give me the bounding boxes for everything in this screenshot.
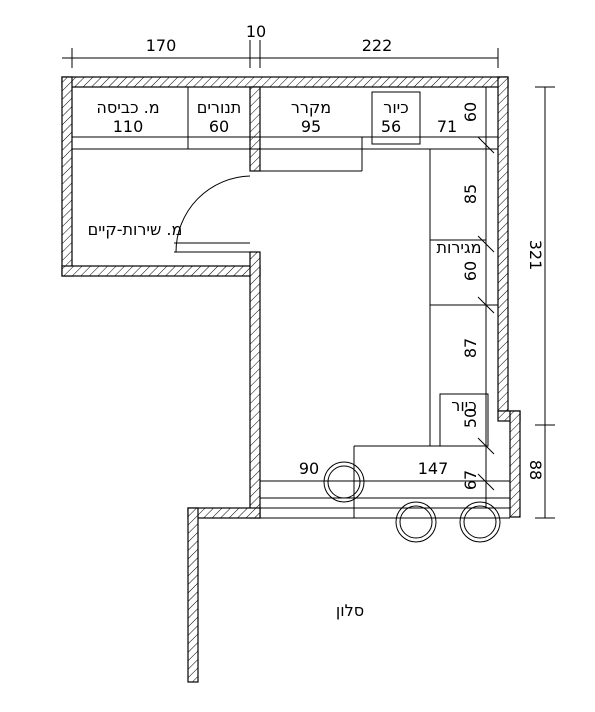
wall-right: [497, 76, 509, 412]
wall-right-lower: [509, 410, 521, 518]
stools: [323, 461, 501, 543]
stool-3: [459, 501, 501, 543]
measure-run-87: 87: [461, 338, 480, 358]
measure-laundry: 110: [113, 117, 144, 136]
measure-island-67: 67: [461, 470, 480, 490]
label-ovens: תנורים: [197, 98, 242, 117]
label-service-area: מ. שירות-קיים: [88, 220, 183, 239]
dimension-labels: 170 10 222 321 88: [146, 22, 545, 480]
label-fridge: מקרר: [291, 98, 331, 117]
wall-lower-left: [187, 507, 199, 683]
room-labels: מ. כביסה 110 תנורים 60 מקרר 95 כיור 56 7…: [88, 98, 482, 620]
label-living-room: סלון: [336, 601, 364, 620]
measure-island-147: 147: [418, 459, 449, 478]
label-sink-right: כיור: [451, 396, 476, 415]
stool-1: [323, 461, 365, 503]
measure-ovens: 60: [209, 117, 229, 136]
measure-island-90: 90: [299, 459, 319, 478]
right-counter: [429, 87, 498, 508]
label-sink-top: כיור: [383, 98, 408, 117]
island: [260, 445, 510, 518]
measure-sink-top: 56: [381, 117, 401, 136]
door-swing: [174, 175, 251, 253]
dim-right-total: 321: [526, 240, 545, 271]
wall-partition-upper: [249, 86, 261, 172]
measure-drawers-60: 60: [461, 261, 480, 281]
wall-kitchen-left: [249, 251, 261, 519]
measure-counter-71: 71: [437, 117, 457, 136]
wall-service-bottom: [61, 265, 261, 277]
dimension-lines: [62, 40, 555, 519]
top-counter: [72, 87, 498, 308]
label-laundry: מ. כביסה: [96, 98, 159, 117]
dim-top-mid: 10: [246, 22, 266, 41]
dim-top-left: 170: [146, 36, 177, 55]
dim-right-bottom: 88: [526, 460, 545, 480]
label-drawers: מגירות: [437, 238, 482, 257]
wall-left-service: [61, 76, 73, 277]
measure-fridge: 95: [301, 117, 321, 136]
measure-sink-right-50: 50: [461, 408, 480, 428]
wall-top: [61, 76, 509, 88]
measure-run-85: 85: [461, 184, 480, 204]
dim-top-right: 222: [362, 36, 393, 55]
sink-top-outline: [371, 91, 421, 145]
measure-counter-depth-60: 60: [461, 102, 480, 122]
wall-bottom-stub: [187, 507, 261, 519]
stool-2: [395, 501, 437, 543]
walls: [61, 76, 521, 683]
